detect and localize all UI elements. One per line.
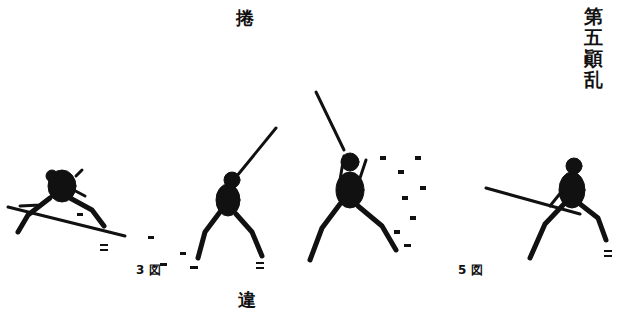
movement-note: 違 xyxy=(238,288,256,312)
footprint-marks xyxy=(77,156,612,269)
technique-name: 捲 xyxy=(236,6,254,30)
figure-number: 5 図 xyxy=(458,262,483,279)
section-title: 第五顚乱 xyxy=(584,6,603,90)
figure-sword-extended xyxy=(486,158,606,258)
figure-number: 3 図 xyxy=(136,262,161,279)
figure-crouched xyxy=(8,170,125,236)
figure-sword-overhead xyxy=(310,92,396,260)
figure-sword-raised xyxy=(198,128,276,258)
